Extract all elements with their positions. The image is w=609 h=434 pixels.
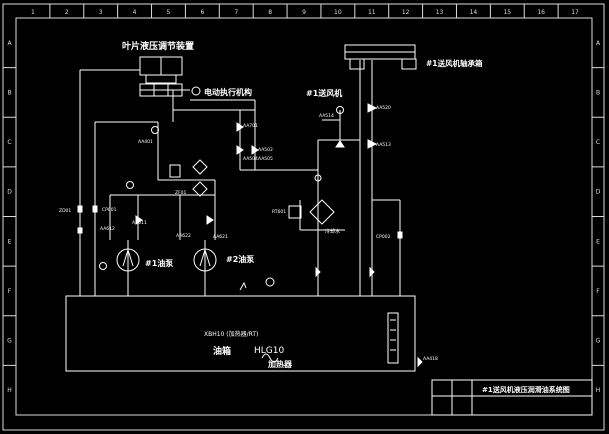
frame-row-letter: A (7, 40, 12, 47)
frame-row-letter: A (596, 40, 601, 47)
electric-actuator-symbol (191, 86, 201, 96)
pump-2-label: #2油泵 (226, 254, 254, 264)
tag: AA701 (243, 123, 258, 129)
tag: AA622 (176, 233, 191, 239)
frame-row-letter: B (596, 89, 600, 96)
tag: AA514 (319, 113, 334, 119)
frame-row-letter: B (7, 89, 11, 96)
frame-column-number: 9 (302, 9, 306, 16)
frame-row-letter: D (596, 189, 601, 196)
tag: AA418 (423, 356, 438, 362)
bearing-box-label: #1送风机轴承箱 (426, 58, 483, 68)
fan-label: #1送风机 (306, 88, 342, 98)
tag: AA621 (213, 234, 228, 240)
heater-label: 加热器 (267, 359, 293, 369)
frame-column-number: 17 (571, 9, 579, 16)
frame-row-letter: H (596, 387, 601, 394)
frame-row-letters: A A B B C C D D E E F F G G H H (7, 40, 601, 394)
tag: AA612 (100, 226, 115, 232)
pump-2-symbol (193, 248, 217, 272)
frame-column-number: 4 (133, 9, 137, 16)
filter-symbols (169, 159, 335, 225)
tag: AA513 (376, 142, 391, 148)
tag: AA401 (138, 139, 153, 145)
cooler-word: 冷却水 (325, 228, 340, 235)
tag: AA611 (132, 220, 147, 226)
drawing-frame (2, 3, 605, 431)
frame-column-number: 12 (402, 9, 410, 16)
pump-1-label: #1油泵 (145, 258, 173, 268)
blade-hydraulic-device (139, 56, 183, 97)
frame-column-number: 16 (537, 9, 545, 16)
tag: AA504 (243, 156, 258, 162)
frame-column-number: 15 (503, 9, 511, 16)
tag: CP002 (376, 234, 391, 240)
frame-column-number: 7 (234, 9, 238, 16)
bearing-box-symbol (344, 44, 417, 70)
tag: ZD01 (59, 208, 71, 214)
frame-column-number: 14 (470, 9, 478, 16)
frame-column-number: 2 (65, 9, 69, 16)
pump-1-symbol (116, 248, 140, 272)
frame-row-letter: F (596, 288, 600, 295)
frame-row-letter: H (7, 387, 12, 394)
tag: AA502 (258, 147, 273, 153)
pressure-gauges (99, 106, 344, 287)
frame-column-number: 3 (99, 9, 103, 16)
tag: ZF01 (175, 190, 187, 196)
frame-column-number: 8 (268, 9, 272, 16)
tank-note: XBH10 (加热器/RT) (204, 330, 258, 338)
title-block-title: #1送风机液压润滑油系统图 (482, 385, 570, 394)
tag-labels: AA701 AA502 AA504 AA505 AA401 AA611 AA62… (59, 105, 438, 362)
frame-row-letter: G (7, 338, 12, 345)
tank-model: HLG10 (254, 346, 284, 356)
tag: AA520 (376, 105, 391, 111)
frame-row-letter: E (8, 238, 12, 245)
frame-column-number: 6 (200, 9, 204, 16)
tag: RT601 (272, 209, 286, 215)
frame-row-letter: D (7, 189, 12, 196)
oil-tank (65, 281, 416, 372)
frame-column-number: 5 (167, 9, 171, 16)
frame-row-letter: C (596, 139, 600, 146)
blade-device-label: 叶片液压调节装置 (122, 40, 194, 52)
electric-actuator-label: 电动执行机构 (204, 87, 252, 97)
frame-row-letter: G (596, 338, 601, 345)
title-block (431, 379, 593, 416)
frame-row-letter: E (596, 238, 600, 245)
piping (79, 60, 401, 296)
tank-label: 油箱 (213, 345, 231, 357)
frame-column-number: 13 (436, 9, 444, 16)
tag: CP001 (102, 207, 117, 213)
frame-row-letter: C (7, 139, 11, 146)
valve-symbols (77, 103, 423, 368)
frame-column-number: 1 (31, 9, 35, 16)
frame-column-number: 10 (334, 9, 342, 16)
tag: AA505 (258, 156, 273, 162)
frame-row-letter: F (8, 288, 12, 295)
frame-column-number: 11 (368, 9, 376, 16)
